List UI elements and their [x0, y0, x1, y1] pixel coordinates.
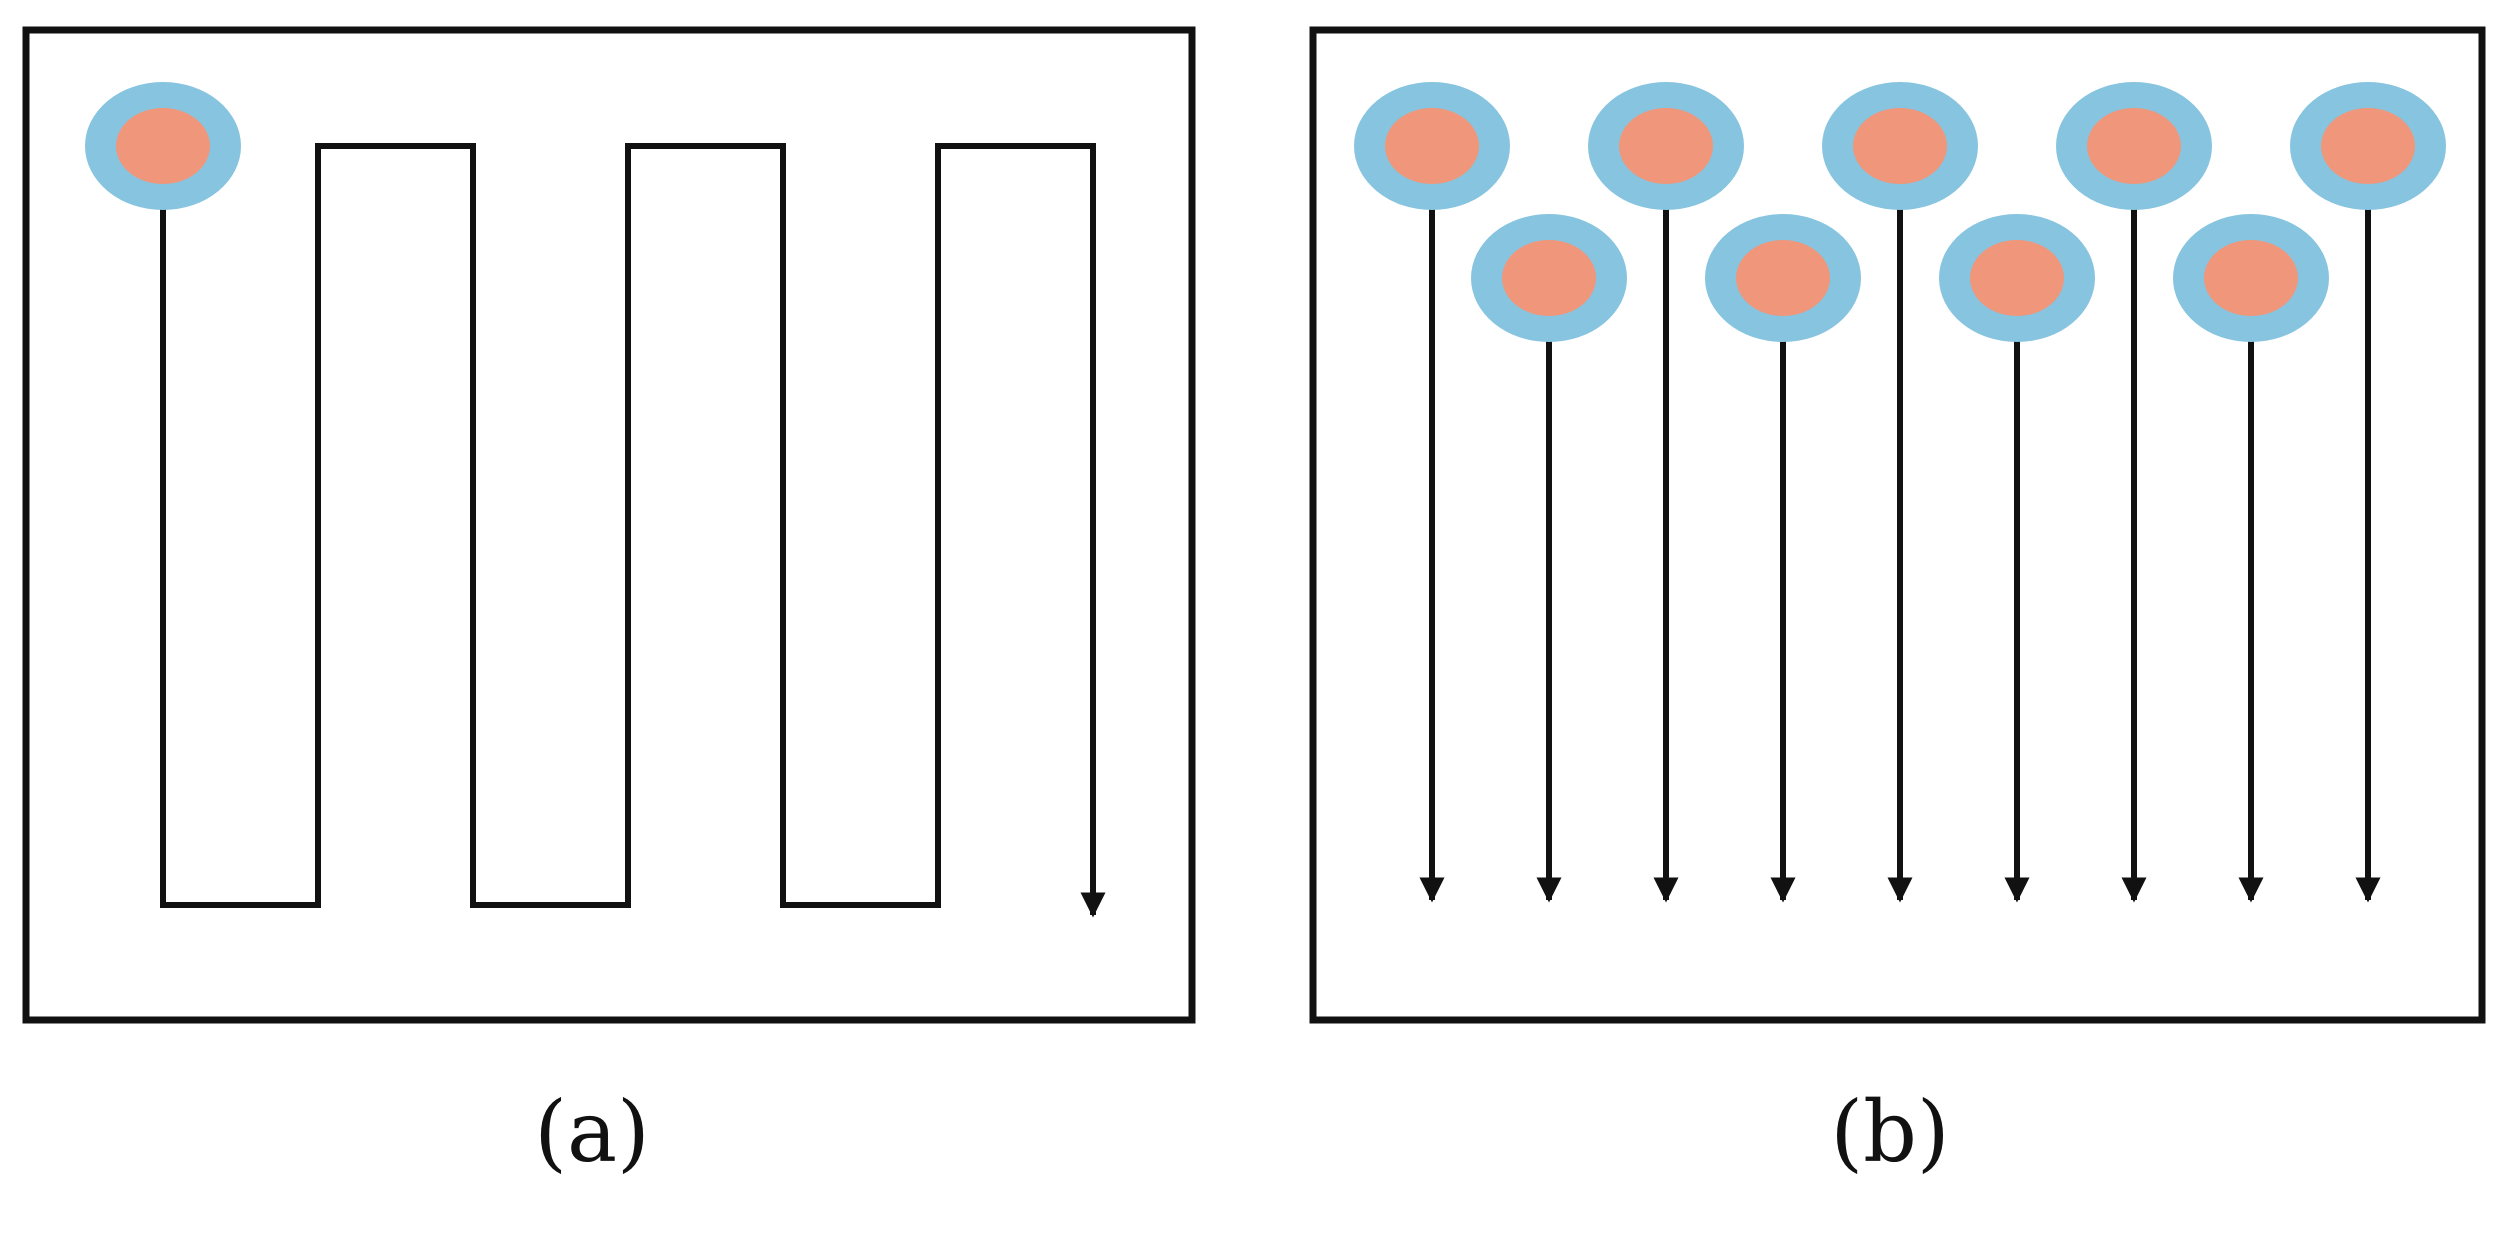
panel-a-caption: (a)	[534, 1083, 650, 1181]
source-disc-icon	[1588, 82, 1744, 210]
panel-a-frame	[22, 26, 1196, 1024]
source-disc-icon	[1939, 214, 2095, 342]
source-disc-icon	[2173, 214, 2329, 342]
panel-b	[1309, 26, 2486, 1024]
parallel-sources	[1354, 82, 2446, 903]
panel-b-caption: (b)	[1830, 1083, 1950, 1181]
source-disc-icon	[85, 82, 241, 210]
source-disc-icon	[1354, 82, 1510, 210]
source-disc-icon	[1705, 214, 1861, 342]
serpentine-path	[160, 143, 1106, 918]
source-disc-icon	[2056, 82, 2212, 210]
panel-b-frame	[1309, 26, 2486, 1024]
source-disc-icon	[2290, 82, 2446, 210]
source-disc-icon	[1822, 82, 1978, 210]
panel-a	[22, 26, 1196, 1024]
source-disc-icon	[1471, 214, 1627, 342]
